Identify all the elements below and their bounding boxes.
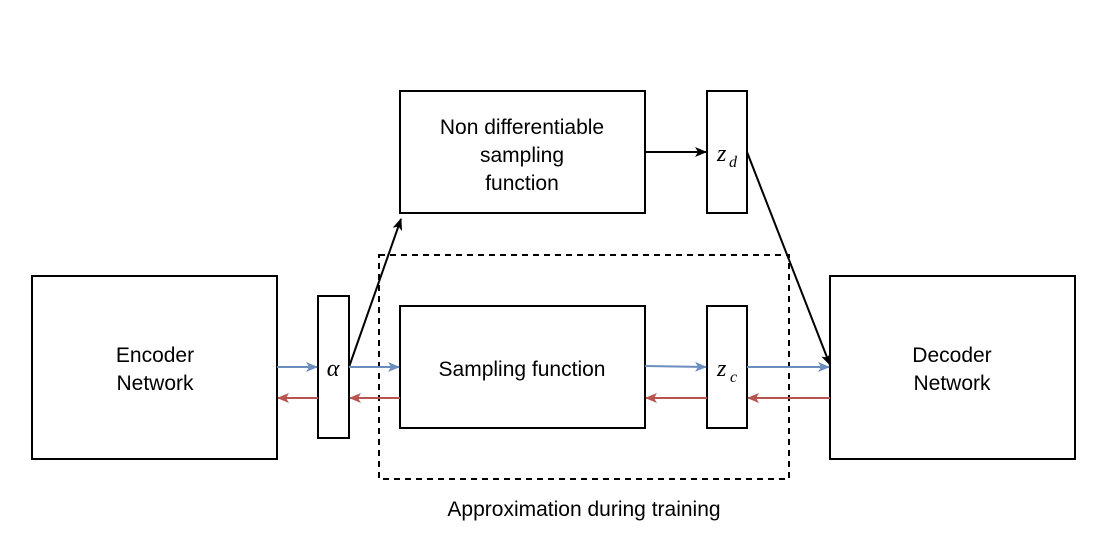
zc-subscript: c [730,369,737,386]
decoder-network-box: Decoder Network [829,275,1076,460]
sampling-function-box: Sampling function [399,305,646,429]
decoder-label-line1: Decoder [912,344,991,367]
non-diff-label-line3: function [485,172,559,195]
alpha-box: α [317,295,350,439]
arrow-alpha-to-nondiff [348,218,403,368]
encoder-label-line2: Network [116,372,194,395]
approximation-caption: Approximation during training [447,498,720,521]
zd-box: z d [706,90,748,214]
zc-base: z [716,356,727,382]
zc-box: z c [706,305,748,429]
forward-arrow-sampling-to-zc [644,361,707,372]
zd-base: z [716,141,727,167]
non-diff-label-line2: sampling [480,144,564,167]
encoder-label-line1: Encoder [116,344,194,367]
non-differentiable-sampling-box: Non differentiable sampling function [399,90,646,214]
encoder-network-box: Encoder Network [31,275,278,460]
non-diff-label-line1: Non differentiable [440,116,604,139]
arrow-zd-to-decoder [746,151,831,366]
sampling-function-label: Sampling function [439,358,606,381]
zd-subscript: d [729,154,738,171]
alpha-symbol: α [327,356,340,382]
decoder-label-line2: Network [913,372,991,395]
